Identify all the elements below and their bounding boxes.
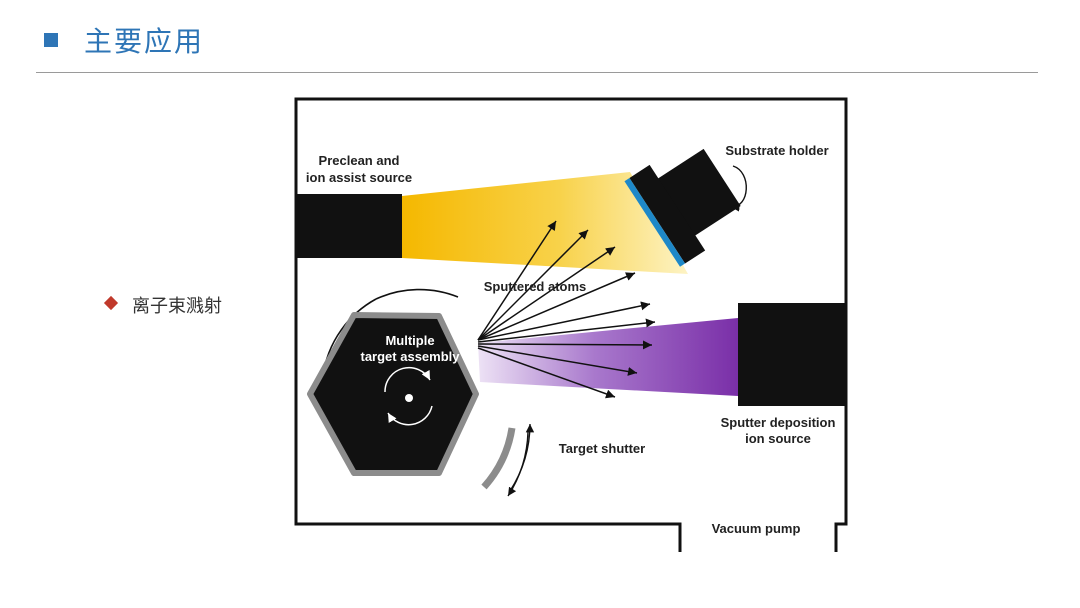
shutter-arrow-down bbox=[507, 431, 529, 497]
sputter-deposition-ion-source bbox=[738, 303, 846, 406]
multiple-target-assembly bbox=[307, 312, 479, 476]
inner-rotation-arrow-top bbox=[384, 366, 431, 393]
inner-rotation-arrow-bottom bbox=[387, 405, 433, 426]
sputtered-atom-arrows bbox=[477, 220, 656, 399]
label-target-shutter: Target shutter bbox=[559, 441, 645, 456]
label-sputtered-atoms: Sputtered atoms bbox=[484, 279, 587, 294]
title-square-icon bbox=[44, 33, 58, 47]
preclean-ion-source bbox=[296, 194, 402, 258]
title-bar: 主要应用 bbox=[0, 0, 1080, 80]
substrate-rotation-arrow bbox=[730, 165, 747, 212]
sputter-ion-beam bbox=[478, 318, 738, 396]
bullet-text: 离子束溅射 bbox=[132, 296, 222, 317]
substrate-holder bbox=[624, 148, 741, 267]
label-substrate-holder: Substrate holder bbox=[725, 143, 828, 158]
target-shutter bbox=[481, 427, 516, 490]
label-preclean-line2: ion assist source bbox=[306, 170, 412, 185]
assist-ion-beam bbox=[402, 172, 688, 274]
label-target-line2: target assembly bbox=[361, 349, 461, 364]
vacuum-chamber-wall bbox=[294, 97, 848, 552]
label-preclean-line1: Preclean and bbox=[319, 153, 400, 168]
label-vacuum-pump: Vacuum pump bbox=[712, 521, 801, 536]
label-target-line1: Multiple bbox=[385, 333, 434, 348]
label-sputter-line2: ion source bbox=[745, 431, 811, 446]
title-divider bbox=[36, 72, 1038, 73]
page-title: 主要应用 bbox=[84, 25, 205, 58]
assembly-center-dot bbox=[405, 394, 413, 402]
label-sputter-line1: Sputter deposition bbox=[721, 415, 836, 430]
